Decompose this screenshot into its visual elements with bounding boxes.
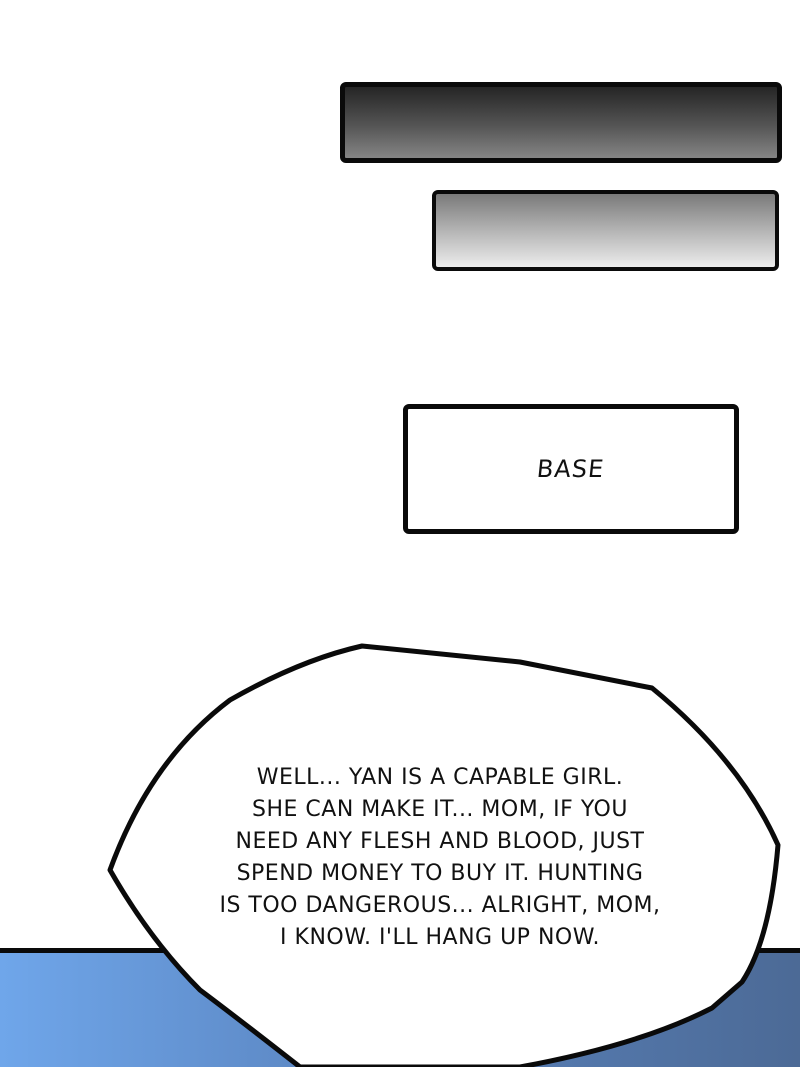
speech-bubble-text: WELL... YAN IS A CAPABLE GIRL. SHE CAN M… <box>185 762 695 954</box>
light-gradient-caption-box <box>432 190 779 271</box>
speech-line: I KNOW. I'LL HANG UP NOW. <box>280 925 600 950</box>
speech-line: SHE CAN MAKE IT... MOM, IF YOU <box>252 797 628 822</box>
speech-line: IS TOO DANGEROUS... ALRIGHT, MOM, <box>219 893 661 918</box>
location-caption-box: BASE <box>403 404 739 534</box>
speech-line: WELL... YAN IS A CAPABLE GIRL. <box>256 765 624 790</box>
dark-gradient-caption-box <box>340 82 782 163</box>
speech-line: NEED ANY FLESH AND BLOOD, JUST <box>235 829 645 854</box>
speech-line: SPEND MONEY TO BUY IT. HUNTING <box>236 861 644 886</box>
